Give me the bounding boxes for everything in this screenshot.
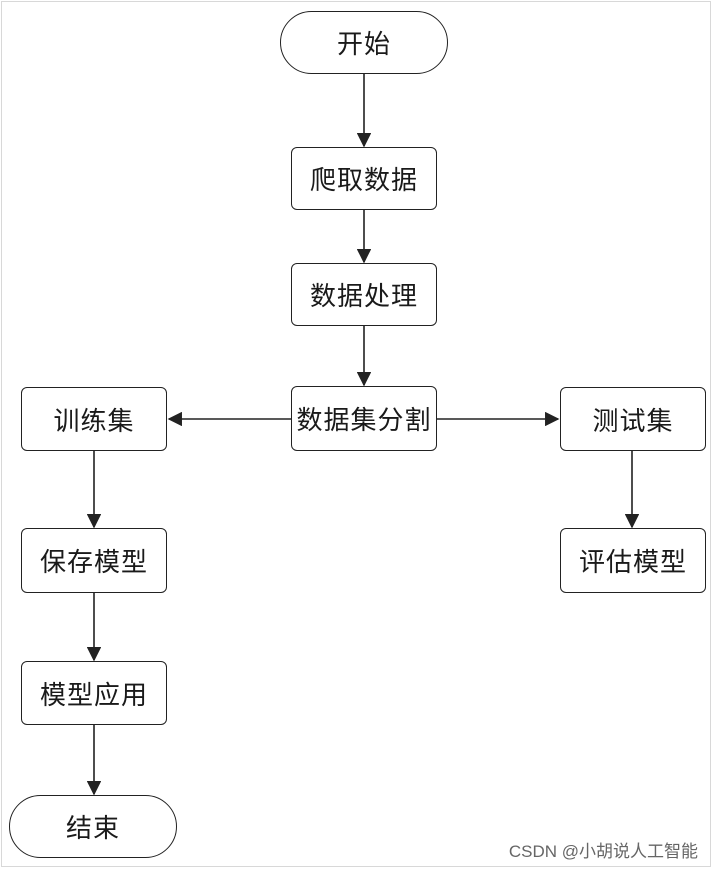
crawl-data-label: 爬取数据 — [309, 166, 418, 196]
data-processing-node: 数据处理 — [291, 263, 437, 326]
data-processing-label: 数据处理 — [309, 282, 418, 312]
model-application-node: 模型应用 — [21, 661, 167, 725]
end-label: 结束 — [65, 814, 120, 844]
training-set-label: 训练集 — [53, 406, 135, 437]
end-node: 结束 — [9, 795, 177, 858]
model-application-label: 模型应用 — [39, 680, 148, 711]
dataset-split-label: 数据集分割 — [296, 406, 432, 436]
evaluate-model-node: 评估模型 — [560, 528, 706, 593]
evaluate-model-label: 评估模型 — [578, 548, 687, 578]
dataset-split-node: 数据集分割 — [291, 386, 437, 451]
save-model-node: 保存模型 — [21, 528, 167, 593]
test-set-node: 测试集 — [560, 387, 706, 451]
start-label: 开始 — [336, 30, 391, 60]
watermark-text: CSDN @小胡说人工智能 — [508, 842, 698, 861]
crawl-data-node: 爬取数据 — [291, 147, 437, 210]
test-set-label: 测试集 — [592, 406, 674, 437]
start-node: 开始 — [280, 11, 448, 74]
save-model-label: 保存模型 — [39, 548, 148, 578]
training-set-node: 训练集 — [21, 387, 167, 451]
